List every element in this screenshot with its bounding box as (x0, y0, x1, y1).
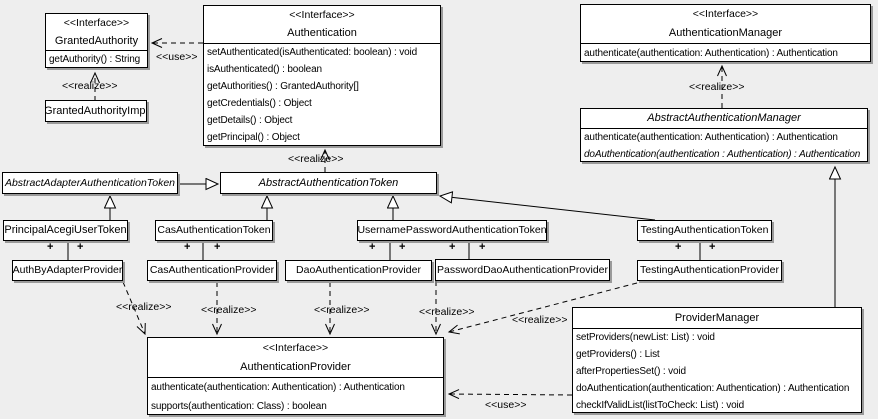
class-name: UsernamePasswordAuthenticationToken (357, 224, 547, 236)
class-name: AbstractAdapterAuthenticationToken (4, 176, 176, 189)
class-username-password-authentication-token: UsernamePasswordAuthenticationToken (357, 220, 547, 241)
method: getAuthority() : String (49, 54, 141, 65)
class-title: <<Interface>> AuthenticationProvider (148, 338, 443, 377)
class-provider-manager: ProviderManager setProviders(newList: Li… (572, 307, 862, 413)
method: authenticate(authentication: Authenticat… (151, 382, 405, 393)
methods-compartment: getAuthority() : String (46, 50, 147, 67)
use-label: <<use>> (485, 399, 527, 411)
class-name: Authentication (287, 27, 357, 39)
association-end-plus: + (479, 241, 486, 253)
class-title: <<Interface>> Authentication (204, 6, 440, 43)
class-testing-authentication-token: TestingAuthenticationToken (637, 220, 772, 241)
interface-stereotype: <<Interface>> (692, 8, 759, 20)
class-title: AbstractAuthenticationManager (581, 109, 867, 128)
class-name: PasswordDaoAuthenticationProvider (436, 263, 608, 276)
realize-label: <<realize>> (201, 304, 257, 316)
method: getCredentials() : Object (207, 98, 312, 109)
class-name: CasAuthenticationProvider (149, 264, 275, 276)
class-abstract-adapter-authentication-token: AbstractAdapterAuthenticationToken (2, 172, 178, 194)
class-name: PrincipalAcegiUserToken (4, 224, 127, 236)
realize-label: <<realize>> (314, 304, 370, 316)
association-end-plus: + (184, 241, 191, 253)
association-end-plus: + (709, 241, 716, 253)
class-name: AbstractAuthenticationManager (647, 112, 801, 124)
class-granted-authority: <<Interface>> GrantedAuthority getAuthor… (45, 13, 148, 68)
class-authentication: <<Interface>> Authentication setAuthenti… (203, 5, 441, 146)
class-name: AbstractAuthenticationToken (258, 176, 399, 189)
class-principal-acegi-user-token: PrincipalAcegiUserToken (3, 220, 128, 241)
interface-stereotype: <<Interface>> (262, 342, 329, 354)
interface-stereotype: <<Interface>> (63, 17, 130, 29)
methods-compartment: authenticate(authentication: Authenticat… (148, 377, 443, 414)
method-abstract: doAuthentication(authentication : Authen… (584, 149, 861, 160)
method: getAuthorities() : GrantedAuthority[] (207, 81, 359, 92)
realize-label: <<realize>> (419, 306, 475, 318)
method: authenticate(authentication: Authenticat… (584, 48, 838, 59)
method: doAuthentication(authentication: Authent… (576, 383, 850, 394)
interface-stereotype: <<Interface>> (289, 9, 355, 21)
class-name: AuthByAdapterProvider (12, 264, 123, 276)
method: getPrincipal() : Object (207, 132, 300, 143)
edge-gen-testingtoken (440, 196, 656, 221)
association-end-plus: + (449, 241, 456, 253)
class-name: AuthenticationManager (668, 27, 783, 39)
class-cas-authentication-token: CasAuthenticationToken (155, 220, 273, 241)
realize-label: <<realize>> (62, 80, 118, 92)
association-end-plus: + (675, 241, 682, 253)
class-auth-by-adapter-provider: AuthByAdapterProvider (12, 260, 123, 281)
realize-label: <<realize>> (512, 314, 568, 326)
methods-compartment: setAuthenticated(isAuthenticated: boolea… (204, 43, 440, 145)
realize-label: <<realize>> (116, 301, 172, 313)
class-cas-authentication-provider: CasAuthenticationProvider (147, 260, 277, 281)
class-name: DaoAuthenticationProvider (296, 264, 421, 276)
class-dao-authentication-provider: DaoAuthenticationProvider (285, 260, 432, 281)
edge-realize-authbyadapterprovider (122, 281, 146, 336)
method: getDetails() : Object (207, 115, 293, 126)
association-end-plus: + (214, 241, 221, 253)
association-end-plus: + (399, 241, 406, 253)
method: setAuthenticated(isAuthenticated: boolea… (207, 47, 418, 58)
association-end-plus: + (369, 241, 376, 253)
class-testing-authentication-provider: TestingAuthenticationProvider (637, 260, 782, 281)
class-title: <<Interface>> AuthenticationManager (581, 5, 870, 43)
class-password-dao-authentication-provider: PasswordDaoAuthenticationProvider (435, 259, 610, 281)
method: isAuthenticated() : boolean (207, 64, 322, 75)
methods-compartment: authenticate(authentication: Authenticat… (581, 128, 867, 161)
class-abstract-authentication-token: AbstractAuthenticationToken (220, 172, 437, 194)
method: setProviders(newList: List) : void (576, 332, 715, 343)
method: getProviders() : List (576, 349, 660, 360)
class-name: GrantedAuthorityImpl (45, 104, 147, 117)
edge-use-providermanager-authprovider (447, 389, 573, 400)
class-abstract-authentication-manager: AbstractAuthenticationManager authentica… (580, 108, 868, 162)
class-name: CasAuthenticationToken (157, 224, 271, 236)
method: checkIfValidList(listToCheck: List) : vo… (576, 400, 745, 411)
class-granted-authority-impl: GrantedAuthorityImpl (45, 100, 147, 122)
class-name: TestingAuthenticationProvider (640, 264, 779, 276)
class-authentication-provider: <<Interface>> AuthenticationProvider aut… (147, 337, 444, 415)
use-label: <<use>> (156, 51, 198, 63)
method: supports(authentication: Class) : boolea… (151, 401, 327, 412)
method: authenticate(authentication: Authenticat… (584, 132, 838, 143)
class-name: GrantedAuthority (54, 35, 139, 47)
association-end-plus: + (47, 241, 54, 253)
class-name: ProviderManager (674, 312, 760, 324)
method: afterPropertiesSet() : void (576, 366, 686, 377)
methods-compartment: authenticate(authentication: Authenticat… (581, 43, 870, 61)
realize-label: <<realize>> (288, 153, 344, 165)
realize-label: <<realize>> (689, 81, 745, 93)
class-title: <<Interface>> GrantedAuthority (46, 14, 147, 50)
class-name: AuthenticationProvider (240, 361, 351, 373)
class-authentication-manager: <<Interface>> AuthenticationManager auth… (580, 4, 871, 62)
class-title: ProviderManager (573, 308, 861, 328)
methods-compartment: setProviders(newList: List) : void getPr… (573, 328, 861, 412)
association-end-plus: + (77, 241, 84, 253)
class-name: TestingAuthenticationToken (640, 224, 769, 236)
